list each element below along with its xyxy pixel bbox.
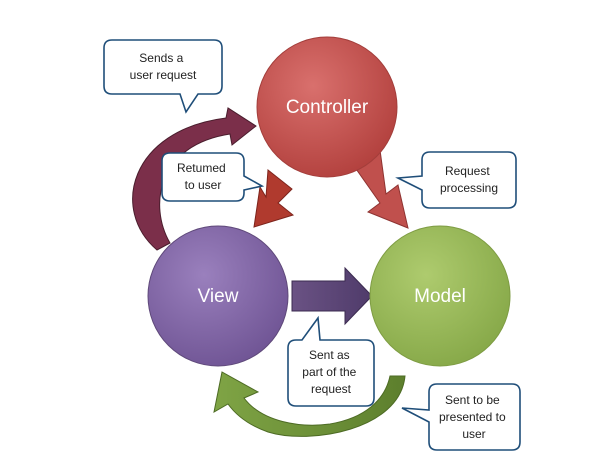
svg-text:Request processing: Request processing [440,164,498,195]
callout-sent-to-presented: Sent to be presented to user [401,383,521,451]
svg-text:Retumed to user: Retumed to user [177,161,229,192]
callout-sent-to-presented-line-3: user [462,427,485,441]
callout-sent-as-part: Sent as part of the request [287,315,375,407]
arrow-model-to-view [213,371,406,437]
controller-label: Controller [286,97,369,118]
callout-sent-to-presented-line-2: presented to [439,410,506,424]
callout-sent-as-part-line-3: request [311,382,352,396]
callout-sent-as-part-line-2: part of the [302,365,356,379]
svg-text:Sent as part of the: Sent as part of the request [302,348,359,396]
view-label: View [198,286,239,307]
callout-returned-line-2: to user [185,178,222,192]
callout-sends-request-line-2: user request [130,68,197,82]
arrow-view-to-model [291,266,373,326]
callout-returned-line-1: Retumed [177,161,226,175]
view-node: View [147,225,289,367]
callout-sent-to-presented-line-1: Sent to be [445,393,500,407]
controller-node: Controller [256,36,398,178]
model-label: Model [414,286,466,307]
callout-sent-as-part-line-1: Sent as [309,348,350,362]
model-node: Model [369,225,511,367]
callout-request-processing-line-2: processing [440,181,498,195]
arrow-controller-to-view [253,169,295,228]
svg-text:Sent to be presented to: Sent to be presented to user [439,393,509,441]
arrow-view-to-controller [132,107,257,251]
callout-returned-to-user: Retumed to user [161,152,265,202]
callout-request-processing-line-1: Request [445,164,490,178]
svg-text:Sends a user request: Sends a user request [130,51,197,82]
callout-request-processing: Request processing [395,151,517,209]
callout-sends-request-line-1: Sends a [139,51,183,65]
callout-sends-request: Sends a user request [103,39,223,114]
arrow-controller-to-model [353,149,409,229]
